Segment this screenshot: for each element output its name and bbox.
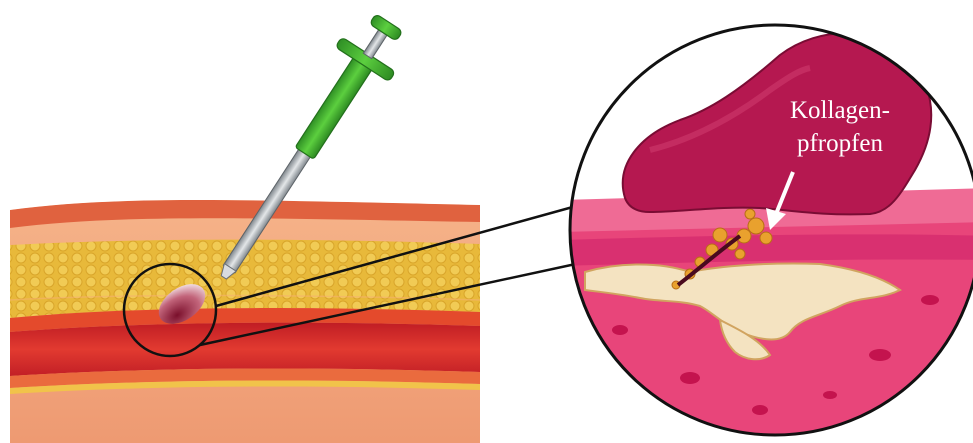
tissue-cross-section [10, 190, 480, 443]
annotation-label-line2: pfropfen [790, 127, 890, 160]
magnified-view [560, 20, 973, 443]
annotation-label: Kollagen- pfropfen [790, 94, 890, 160]
annotation-label-line1: Kollagen- [790, 94, 890, 127]
